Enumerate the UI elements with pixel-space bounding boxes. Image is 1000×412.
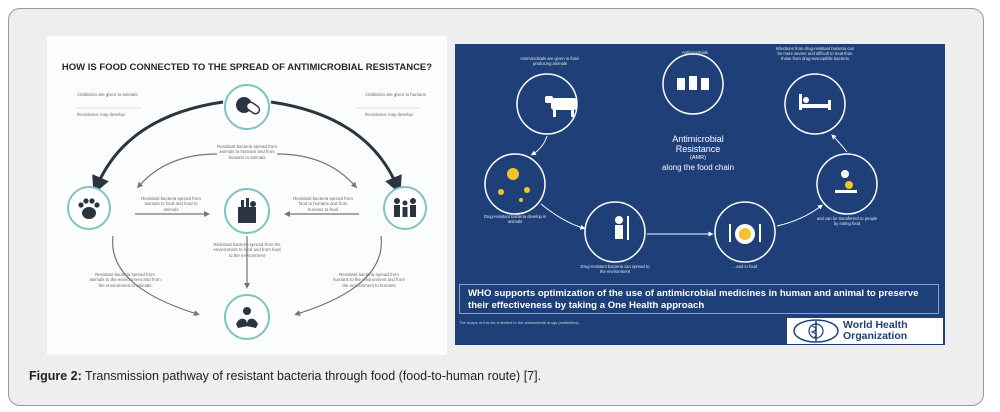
grocery-bag-icon: [238, 198, 256, 223]
who-emblem-icon: [793, 319, 839, 343]
label-humans-environment: Resistant bacteria spread from humans to…: [333, 272, 405, 288]
who-name-line-2: Organization: [843, 330, 908, 342]
food-node: [224, 188, 270, 234]
medicine-bottles-icon: [677, 76, 709, 90]
bacteria-icon: [498, 168, 530, 202]
hands-plant-icon: [236, 307, 258, 328]
who-name-line-1: World Health: [843, 319, 908, 331]
center-title-1: Antimicrobial: [672, 134, 724, 144]
label-animals-food: Resistant bacteria spread from animals t…: [141, 196, 201, 212]
amr-food-infographic: HOW IS FOOD CONNECTED TO THE SPREAD OF A…: [47, 36, 447, 355]
note-humans-resistance: Resistance may develop: [365, 112, 413, 117]
label-bacteria: Drug-resistant bacteria develop in anima…: [483, 214, 547, 224]
center-title-2: Resistance: [675, 144, 721, 154]
arrow-top-right: [276, 153, 357, 189]
hospital-bed-icon: [799, 94, 831, 110]
who-logo: World Health Organization: [787, 318, 943, 344]
paw-icon: [78, 198, 100, 219]
person-eating-icon: [835, 170, 857, 193]
figure-caption: Figure 2: Transmission pathway of resist…: [29, 369, 969, 383]
circle-bacteria: [484, 153, 546, 215]
animals-node: [67, 186, 111, 230]
antibiotic-node: [224, 84, 270, 130]
arc-antibiotic-to-animals: [92, 100, 224, 195]
cow-icon: [545, 96, 577, 117]
caption-text: Transmission pathway of resistant bacter…: [81, 369, 542, 383]
food-chain-cycle: [484, 53, 878, 263]
label-people: and can be transferred to people by eati…: [816, 216, 878, 226]
who-name: World Health Organization: [843, 320, 908, 342]
arrow-top-left: [137, 153, 218, 189]
environment-node: [224, 294, 270, 340]
label-environment: Drug-resistant bacteria can spread to th…: [580, 264, 650, 274]
note-humans: Antibiotics are given to humans: [365, 92, 427, 97]
infographic-title: HOW IS FOOD CONNECTED TO THE SPREAD OF A…: [61, 62, 433, 73]
arc-antibiotic-to-humans: [270, 100, 402, 195]
label-animals-environment: Resistant bacteria spread from animals t…: [89, 272, 161, 288]
label-hospital: Infections from drug-resistant bacteria …: [775, 46, 855, 61]
note-animals-resistance: Resistance may develop: [77, 112, 125, 117]
food-plate-icon: [729, 224, 761, 244]
farmer-icon: [615, 216, 629, 240]
label-animals: Antimicrobials are given to food-produci…: [520, 56, 580, 66]
arrow-right-low: [294, 235, 382, 316]
infographic-arrows: [77, 100, 419, 316]
label-food-humans: Resistant bacteria spread from food to h…: [293, 196, 353, 212]
note-animals: Antibiotics are given to animals: [77, 92, 138, 97]
label-environment-food: Resistant bacteria spread from the envir…: [213, 242, 281, 258]
family-icon: [394, 198, 416, 217]
humans-node: [383, 186, 427, 230]
caption-label: Figure 2:: [29, 369, 82, 383]
center-title-3: (AMR): [690, 155, 706, 161]
label-antimicrobials: Antimicrobials: [681, 50, 709, 55]
pill-icon: [236, 97, 261, 115]
who-banner: WHO supports optimization of the use of …: [459, 284, 939, 314]
who-footnote: The scope of this list is limited to the…: [459, 320, 580, 325]
arrow-left-low: [112, 235, 200, 316]
label-food: ...and in food: [732, 264, 758, 269]
label-animals-humans: Resistant bacteria spread from animals t…: [217, 144, 277, 160]
center-title-4: along the food chain: [661, 163, 735, 172]
who-amr-food-chain-infographic: Antimicrobial Resistance (AMR) along the…: [455, 44, 945, 345]
